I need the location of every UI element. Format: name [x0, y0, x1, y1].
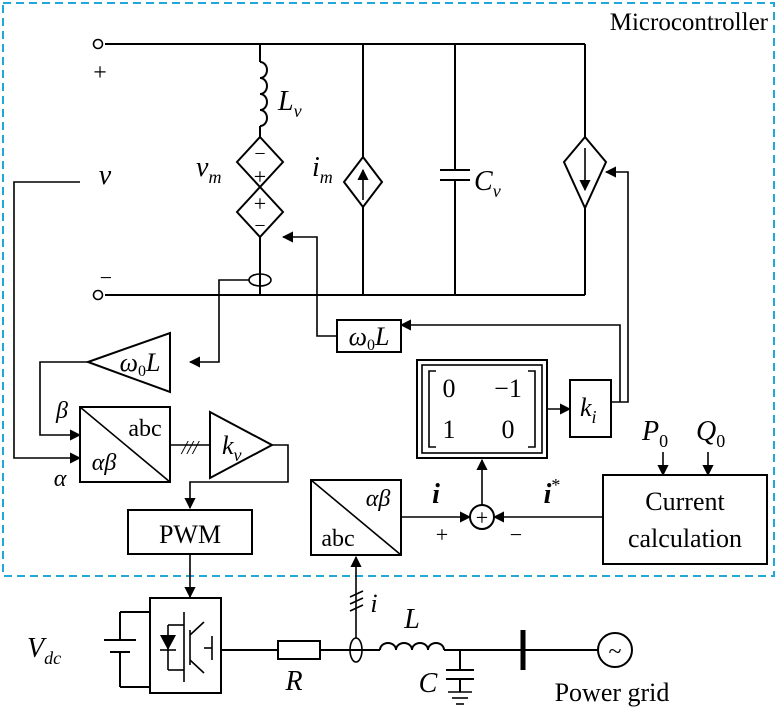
- plus-terminal-node: [92, 38, 104, 50]
- vm-minus-sign: −: [254, 143, 265, 165]
- inductor-l-grid: [379, 642, 445, 651]
- microcontroller-label: Microcontroller: [610, 9, 769, 36]
- matrix-cell-10: 1: [443, 415, 456, 444]
- fb-minus-sign: −: [254, 215, 265, 237]
- q0-label: Q0: [696, 416, 725, 451]
- power-grid-tilde: ~: [609, 639, 622, 665]
- cv-label: Cv: [474, 166, 501, 201]
- resistor-r: [277, 640, 321, 660]
- p0-label: P0: [641, 416, 668, 451]
- minus-terminal-node: [92, 289, 104, 301]
- summing-junction-symbol: +: [476, 505, 488, 530]
- ki-block: [569, 379, 612, 438]
- matrix-cell-01: −1: [494, 374, 522, 403]
- pwm-label: PWM: [159, 520, 221, 549]
- i-bold-label: i: [432, 479, 440, 510]
- power-grid-label: Power grid: [555, 678, 670, 707]
- im-label: im: [312, 152, 333, 187]
- beta-label: β: [55, 398, 68, 424]
- vdc-label: Vdc: [27, 633, 61, 668]
- microcontroller-boundary: [2, 2, 775, 577]
- alphabeta-label-top: αβ: [366, 486, 391, 512]
- minus-terminal-label: −: [100, 265, 112, 290]
- l-grid-label: L: [403, 604, 420, 635]
- omega0-l-label: ω0L: [349, 322, 390, 354]
- power-grid-source: [597, 632, 633, 668]
- omega0-l-gain-label: ω0L: [120, 348, 161, 380]
- i-star-label: i*: [544, 475, 561, 510]
- current-calc-line1: Current: [645, 487, 725, 516]
- matrix-cell-11: 0: [502, 415, 515, 444]
- pwm-block: [127, 509, 253, 555]
- abc-label-top: abc: [128, 416, 161, 442]
- vm-plus-sign: +: [254, 164, 266, 189]
- sum-plus-label: +: [436, 522, 448, 547]
- alpha-label: α: [54, 466, 67, 492]
- ki-label: ki: [580, 393, 597, 427]
- kv-label: kv: [222, 431, 242, 465]
- plus-terminal-label: +: [93, 60, 107, 86]
- inverter-igbt: [149, 597, 222, 694]
- v-label: v: [99, 160, 112, 191]
- current-calc-line2: calculation: [628, 524, 742, 553]
- abc-label-bottom: abc: [321, 526, 354, 552]
- r-label: R: [284, 666, 302, 697]
- kv-gain: [209, 410, 275, 480]
- lv-label: Lv: [277, 86, 302, 121]
- matrix-cell-00: 0: [443, 374, 456, 403]
- vm-label: vm: [196, 152, 221, 187]
- three-phase-mark-control: ///: [181, 437, 201, 459]
- i-meas-label: i: [370, 589, 377, 618]
- alphabeta-label-bottom: αβ: [92, 450, 117, 476]
- sum-minus-label: −: [510, 522, 522, 547]
- fb-plus-sign: +: [254, 191, 266, 216]
- current-calculation-block: [602, 474, 768, 565]
- inductor-lv: [259, 61, 268, 127]
- c-grid-label: C: [419, 668, 438, 699]
- omega0-l-gain: [85, 331, 171, 394]
- rotation-matrix-block: [416, 359, 548, 459]
